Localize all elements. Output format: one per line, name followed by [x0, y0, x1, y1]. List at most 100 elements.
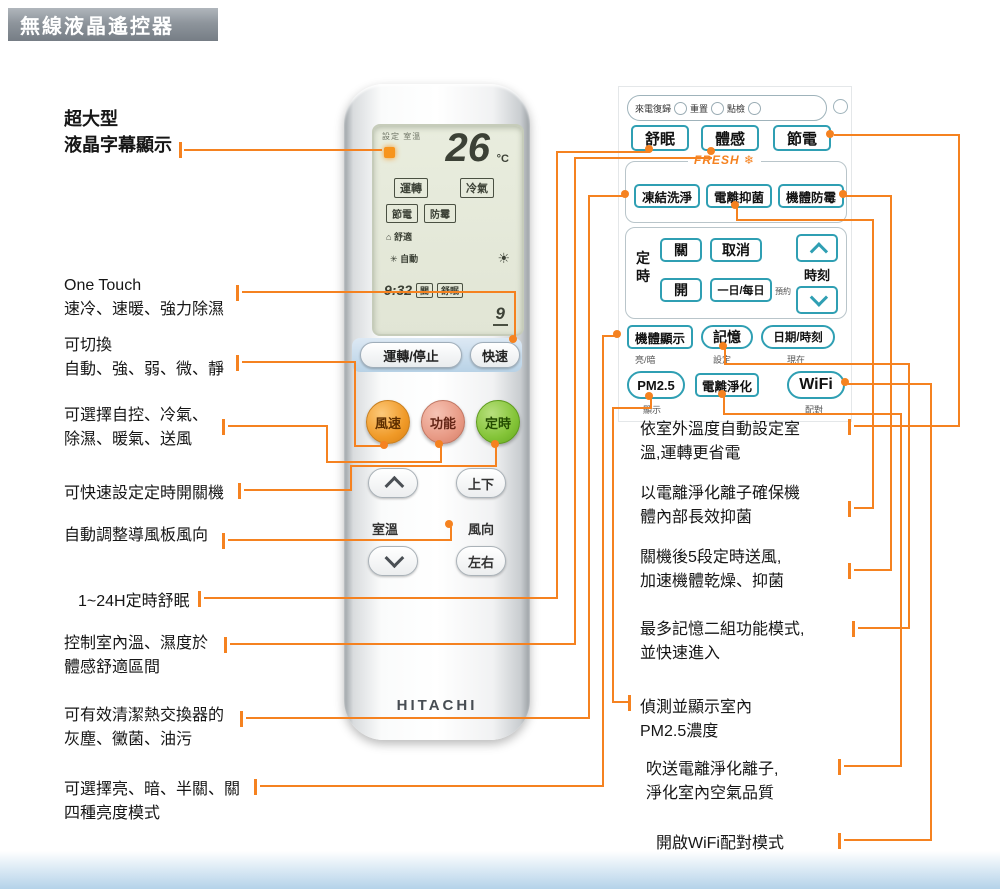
callout-text: 加速機體乾燥、抑菌: [640, 573, 785, 590]
connector-line: [350, 465, 352, 491]
fan-icon: ✳: [390, 254, 398, 264]
callout-text: 四種亮度模式: [64, 805, 161, 822]
mode-button[interactable]: 功能: [421, 400, 465, 444]
callout-eco-outdoor: 依室外溫度自動設定室 溫,運轉更省電: [640, 418, 800, 466]
vane-updown-button[interactable]: 上下: [456, 468, 506, 498]
callout-tick: [222, 533, 225, 549]
sun-icon: ☀: [497, 250, 510, 266]
callout-text: 以電離淨化離子確保機: [640, 485, 801, 502]
connector-dot: [826, 130, 834, 138]
callout-text: 依室外溫度自動設定室: [640, 421, 801, 438]
ion-purify-button[interactable]: 電離淨化: [695, 373, 759, 397]
callout-tick: [254, 779, 257, 795]
timer-group-label: 定 時: [636, 250, 650, 284]
callout-tick: [224, 637, 227, 653]
eco-button[interactable]: 節電: [773, 125, 831, 151]
connector-line: [612, 407, 652, 409]
connector-line: [724, 347, 726, 365]
lcd-cool-tag: 冷氣: [460, 178, 494, 198]
set-sub-label: 設定: [713, 355, 732, 365]
clock-up-button[interactable]: [796, 234, 838, 262]
house-icon: ⌂: [386, 232, 392, 242]
callout-text: 灰塵、黴菌、油污: [64, 731, 193, 748]
callout-text: 偵測並顯示室內: [640, 699, 753, 716]
timer-cancel-button[interactable]: 取消: [710, 238, 762, 262]
callout-wifi-pair: 開啟WiFi配對模式: [656, 832, 784, 856]
connector-line: [588, 195, 626, 197]
callout-tick: [240, 711, 243, 727]
connector-line: [242, 361, 354, 363]
chevron-up-icon: [384, 475, 405, 496]
connector-dot: [718, 390, 726, 398]
sleep-button[interactable]: 舒眠: [631, 125, 689, 151]
timer-on-button[interactable]: 開: [660, 278, 702, 302]
callout-ion-purify: 吹送電離淨化離子, 淨化室內空氣品質: [646, 758, 778, 806]
anti-mold-button[interactable]: 機體防霉: [778, 184, 844, 208]
timer-daily-button[interactable]: 一日/每日: [710, 278, 772, 302]
lcd-set-label: 設定 室溫: [382, 132, 422, 141]
connector-line: [354, 361, 356, 447]
callout-tick: [236, 285, 239, 301]
callout-text: 吹送電離淨化離子,: [646, 761, 779, 778]
callout-ion-antibacteria: 以電離淨化離子確保機 體內部長效抑菌: [640, 482, 800, 530]
wifi-button[interactable]: WiFi: [787, 371, 845, 399]
callout-tick: [222, 419, 225, 435]
callout-pm25: 偵測並顯示室內 PM2.5濃度: [640, 696, 752, 744]
connector-line: [228, 425, 326, 427]
lcd-auto-row: ✳ 自動: [390, 252, 418, 265]
callout-text: 體感舒適區間: [64, 659, 161, 676]
callout-text: 自動、強、弱、微、靜: [64, 361, 225, 378]
date-time-button[interactable]: 日期/時刻: [761, 325, 835, 349]
run-stop-button[interactable]: 運轉/停止: [360, 342, 462, 368]
timer-off-button[interactable]: 關: [660, 238, 702, 262]
body-feel-button[interactable]: 體感: [701, 125, 759, 151]
connector-line: [326, 425, 328, 463]
temp-down-button[interactable]: [368, 546, 418, 576]
page-title: 無線液晶遙控器: [20, 16, 174, 38]
callout-text: 可有效清潔熱交換器的: [64, 707, 225, 724]
frost-wash-button[interactable]: 凍結洗淨: [634, 184, 700, 208]
callout-lcd: 超大型 液晶字幕顯示: [64, 106, 172, 158]
lcd-eco-tag: 節電: [386, 204, 418, 223]
connector-line: [514, 291, 516, 340]
clock-label: 時刻: [804, 268, 831, 283]
vane-leftright-button[interactable]: 左右: [456, 546, 506, 576]
indicator-label: 點檢: [727, 103, 746, 114]
connector-line: [574, 157, 712, 159]
connector-dot: [613, 330, 621, 338]
connector-line: [350, 465, 495, 467]
connector-line: [723, 393, 725, 415]
connector-line: [602, 335, 620, 337]
connector-line: [736, 219, 872, 221]
ion-antibacteria-button[interactable]: 電離抑菌: [706, 184, 772, 208]
callout-text: 液晶字幕顯示: [64, 135, 172, 155]
callout-tick: [236, 355, 239, 371]
connector-dot: [841, 378, 849, 386]
connector-line: [834, 134, 958, 136]
timer-button[interactable]: 定時: [476, 400, 520, 444]
connector-line: [244, 489, 350, 491]
chevron-up-icon: [809, 241, 828, 261]
clock-down-button[interactable]: [796, 286, 838, 314]
memory-button[interactable]: 記憶: [701, 325, 753, 349]
body-display-button[interactable]: 機體顯示: [627, 325, 693, 349]
pm25-button[interactable]: PM2.5: [627, 371, 685, 399]
control-panel: 來電復歸 重置 點檢 舒眠 體感 節電 FRESH ❄ 凍結洗淨 電離抑菌 機體…: [618, 86, 852, 422]
callout-text: 可切換: [64, 337, 113, 354]
indicator-box: 來電復歸 重置 點檢: [627, 95, 827, 121]
connector-dot: [445, 520, 453, 528]
connector-line: [908, 363, 910, 629]
quick-button[interactable]: 快速: [470, 342, 520, 368]
connector-line: [574, 157, 576, 645]
callout-text: 體內部長效抑菌: [640, 509, 753, 526]
callout-text: One Touch: [64, 277, 142, 294]
connector-line: [844, 839, 930, 841]
temp-up-button[interactable]: [368, 468, 418, 498]
callout-text: 速冷、速暖、強力除濕: [64, 301, 225, 318]
timer-reserve-label: 預約: [775, 287, 791, 296]
callout-tick: [179, 142, 182, 158]
connector-dot: [707, 147, 715, 155]
callout-text: 控制室內溫、濕度於: [64, 635, 209, 652]
callout-quick-timer: 可快速設定定時開關機: [64, 482, 224, 506]
fan-speed-button[interactable]: 風速: [366, 400, 410, 444]
